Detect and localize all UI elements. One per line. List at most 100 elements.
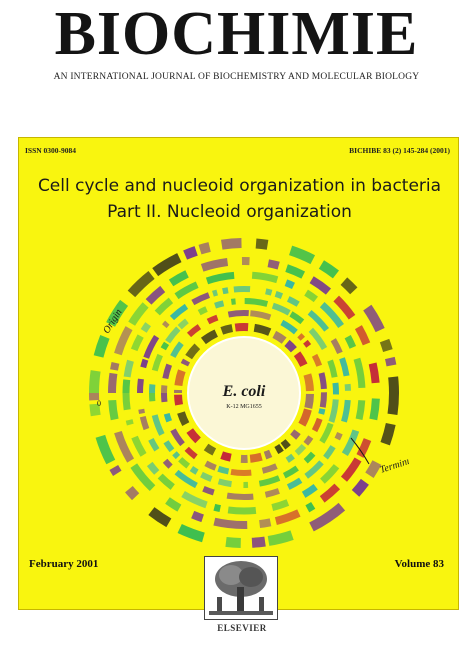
ring-segment	[180, 358, 191, 367]
ring-segment	[308, 327, 328, 351]
terminus-label: Terminus	[379, 454, 409, 476]
ring-segment	[303, 373, 314, 392]
ring-segment	[249, 452, 263, 463]
ring-segment	[234, 323, 249, 332]
ring-segment	[339, 357, 350, 377]
ring-segment	[318, 372, 327, 390]
ring-segment	[108, 399, 119, 421]
ring-segment	[198, 242, 211, 255]
ring-segment	[122, 392, 131, 411]
issue-date: February 2001	[29, 558, 99, 570]
ring-segment	[177, 523, 205, 543]
ring-segment	[108, 372, 118, 394]
ring-segment	[130, 334, 144, 352]
ring-segment	[165, 497, 182, 512]
ring-segment	[140, 358, 149, 369]
ring-segment	[114, 326, 133, 356]
ring-segment	[340, 277, 358, 295]
ring-segment	[304, 460, 324, 479]
ring-segment	[304, 393, 314, 409]
ring-segment	[230, 468, 252, 476]
ring-segment	[294, 444, 307, 456]
ring-segment	[368, 362, 380, 384]
ring-segment	[174, 281, 199, 300]
tree-emblem-icon	[205, 557, 277, 619]
ring-segment	[181, 491, 208, 509]
ring-segment	[309, 276, 332, 295]
issue-title-line-1: Cell cycle and nucleoid organization in …	[37, 176, 442, 196]
ring-segment	[365, 460, 382, 478]
ring-segment	[151, 414, 165, 436]
ring-segment	[191, 292, 211, 306]
ring-segment	[341, 429, 360, 457]
ring-segment	[200, 258, 229, 272]
ring-segment	[174, 369, 186, 387]
ring-segment	[369, 398, 380, 421]
issue-volume: Volume 83	[394, 558, 444, 570]
ring-segment	[319, 301, 344, 329]
ring-segment	[293, 351, 308, 367]
ring-segment	[220, 451, 232, 462]
issn-label: ISSN 0300-9084	[25, 146, 77, 155]
ring-segment	[334, 431, 343, 441]
ring-segment	[323, 445, 336, 460]
ring-segment	[303, 451, 316, 464]
ring-segment	[251, 536, 266, 548]
ring-segment	[290, 429, 301, 440]
ring-segment	[220, 324, 234, 335]
ring-segment	[154, 297, 174, 316]
ring-segment	[160, 341, 170, 351]
terminus-bracket	[350, 437, 370, 465]
ring-segment	[189, 466, 199, 475]
ring-segment	[114, 430, 135, 463]
ring-segment	[318, 260, 340, 279]
ring-segment	[146, 461, 160, 475]
ring-segment	[170, 341, 184, 358]
ring-segment	[387, 376, 399, 416]
ring-segment	[285, 453, 295, 463]
publisher-name: ELSEVIER	[205, 621, 279, 635]
ring-segment	[123, 359, 134, 378]
ring-segment	[157, 473, 175, 490]
journal-title: BIOCHIMIE	[54, 0, 419, 68]
ring-segment	[183, 246, 198, 260]
ring-segment	[311, 417, 323, 433]
ring-segment	[202, 485, 215, 496]
ring-segment	[274, 443, 284, 455]
ring-segment	[191, 510, 204, 523]
ring-segment	[271, 499, 290, 511]
ring-segment	[258, 475, 281, 487]
ring-segment	[148, 507, 172, 528]
ring-segment	[304, 289, 318, 303]
ring-segment	[271, 302, 291, 316]
ring-segment	[170, 428, 185, 447]
ring-segment	[177, 411, 190, 427]
ring-segment	[284, 279, 295, 290]
ring-segment	[220, 238, 242, 250]
ring-segment	[272, 330, 287, 344]
ring-segment	[212, 289, 218, 297]
ring-segment	[206, 314, 219, 325]
ring-segment	[288, 245, 316, 265]
ring-segment	[200, 329, 219, 345]
ring-segment	[333, 295, 356, 320]
ring-segment	[286, 296, 300, 307]
ring-segment	[130, 463, 156, 492]
ring-segment	[200, 471, 213, 482]
ring-segment	[319, 422, 334, 444]
journal-subtitle: AN INTERNATIONAL JOURNAL OF BIOCHEMISTRY…	[53, 72, 420, 82]
ring-segment	[162, 458, 173, 469]
ring-segment	[355, 400, 366, 421]
ring-segment	[148, 438, 160, 452]
ring-segment	[255, 238, 269, 250]
ring-segment	[145, 285, 166, 305]
ring-segment	[165, 326, 181, 344]
ring-segment	[185, 343, 201, 360]
ring-segment	[143, 335, 160, 359]
ring-segment	[151, 353, 163, 372]
ring-segment	[186, 324, 202, 338]
ring-segment	[301, 483, 318, 498]
ring-segment	[328, 399, 339, 423]
ring-segment	[214, 300, 225, 309]
ring-segment	[152, 253, 182, 277]
